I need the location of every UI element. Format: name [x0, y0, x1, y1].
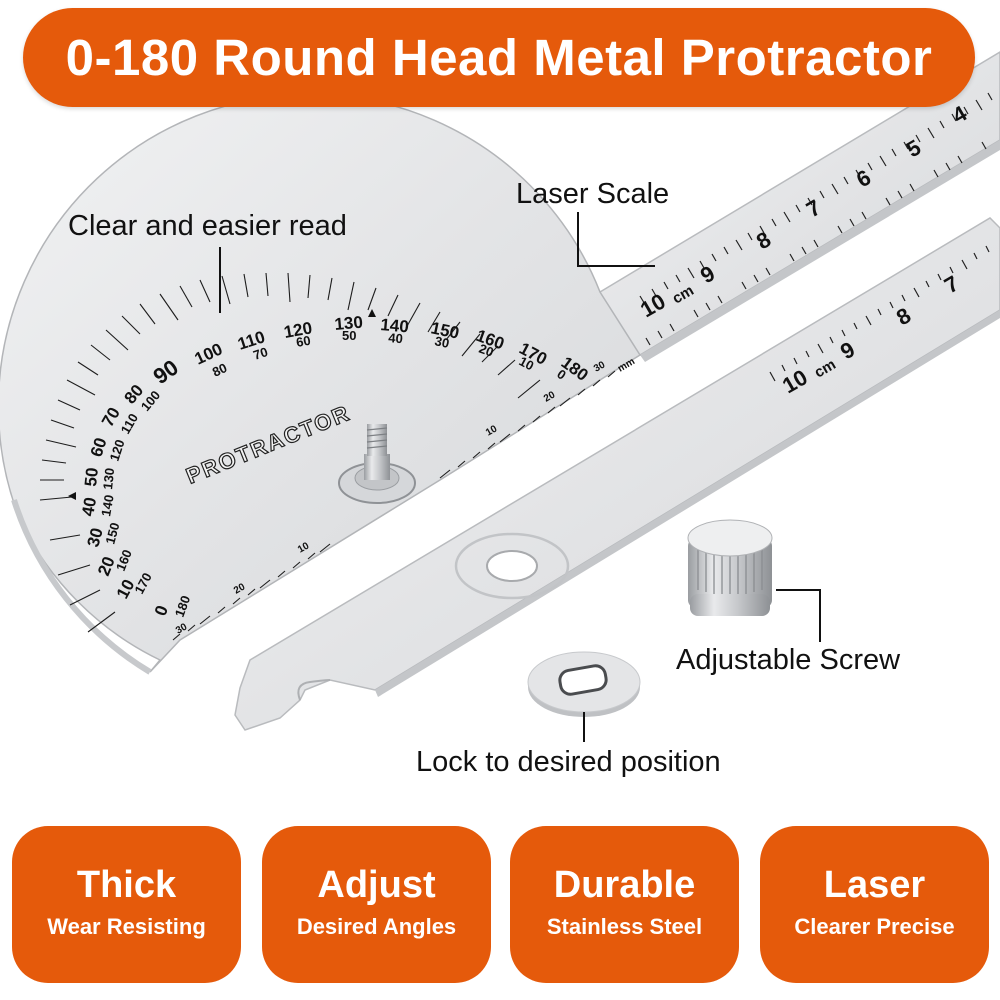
badge-title: Durable	[553, 864, 696, 906]
protractor-illustration: 10 cm 9 8 7 6 5 4 10 cm 9	[0, 51, 1000, 742]
svg-text:10: 10	[484, 423, 500, 438]
callout-lock-position: Lock to desired position	[416, 746, 721, 778]
badge-durable: Durable Stainless Steel	[510, 826, 739, 983]
badge-adjust: Adjust Desired Angles	[262, 826, 491, 983]
callout-laser-scale: Laser Scale	[516, 178, 670, 210]
lower-ruler: 10 cm 9 8 7	[234, 217, 1000, 731]
leader-lines	[219, 212, 821, 742]
svg-text:140: 140	[98, 494, 117, 518]
adjustable-screw-image	[687, 519, 773, 616]
callout-clear-read: Clear and easier read	[68, 210, 347, 242]
svg-text:60: 60	[87, 435, 111, 459]
badge-subtitle: Wear Resisting	[47, 914, 206, 939]
page-title: 0-180 Round Head Metal Protractor	[65, 29, 933, 86]
svg-text:50: 50	[81, 467, 102, 488]
svg-text:130: 130	[100, 467, 117, 490]
svg-text:40: 40	[388, 330, 404, 346]
badge-subtitle: Desired Angles	[296, 914, 457, 939]
feature-badges: Thick Wear Resisting Adjust Desired Angl…	[0, 826, 1000, 991]
protractor-head: 0 10 20 30 40 50 60 70 80 90 100 110 120…	[0, 93, 642, 675]
svg-text:120: 120	[282, 318, 313, 342]
svg-text:10: 10	[296, 540, 312, 555]
svg-text:20: 20	[477, 341, 496, 360]
pivot-bolt	[338, 424, 416, 504]
title-banner: 0-180 Round Head Metal Protractor	[23, 8, 975, 107]
svg-text:130: 130	[334, 313, 364, 334]
badge-subtitle: Stainless Steel	[546, 914, 703, 939]
svg-text:20: 20	[542, 389, 558, 404]
svg-text:30: 30	[592, 359, 608, 374]
svg-text:120: 120	[107, 438, 128, 463]
svg-text:140: 140	[380, 315, 410, 336]
lock-washer-image	[527, 651, 641, 717]
upper-ruler: 10 cm 9 8 7 6 5 4	[599, 51, 1000, 362]
svg-text:50: 50	[342, 328, 356, 343]
badge-subtitle: Clearer Precise	[794, 914, 955, 939]
svg-text:30: 30	[433, 333, 450, 351]
badge-laser: Laser Clearer Precise	[760, 826, 989, 983]
svg-text:20: 20	[232, 581, 248, 596]
badge-thick: Thick Wear Resisting	[12, 826, 241, 983]
svg-text:60: 60	[295, 333, 312, 350]
callout-adjustable-screw: Adjustable Screw	[676, 644, 901, 676]
badge-title: Adjust	[317, 864, 436, 906]
badge-title: Laser	[823, 864, 926, 906]
svg-text:150: 150	[102, 521, 122, 546]
svg-text:30: 30	[84, 526, 107, 549]
svg-text:40: 40	[78, 496, 100, 518]
svg-text:70: 70	[251, 344, 269, 363]
badge-title: Thick	[76, 864, 177, 906]
svg-text:30: 30	[174, 621, 190, 636]
svg-text:10: 10	[517, 353, 537, 373]
svg-text:80: 80	[210, 360, 229, 380]
svg-text:180: 180	[172, 594, 194, 620]
